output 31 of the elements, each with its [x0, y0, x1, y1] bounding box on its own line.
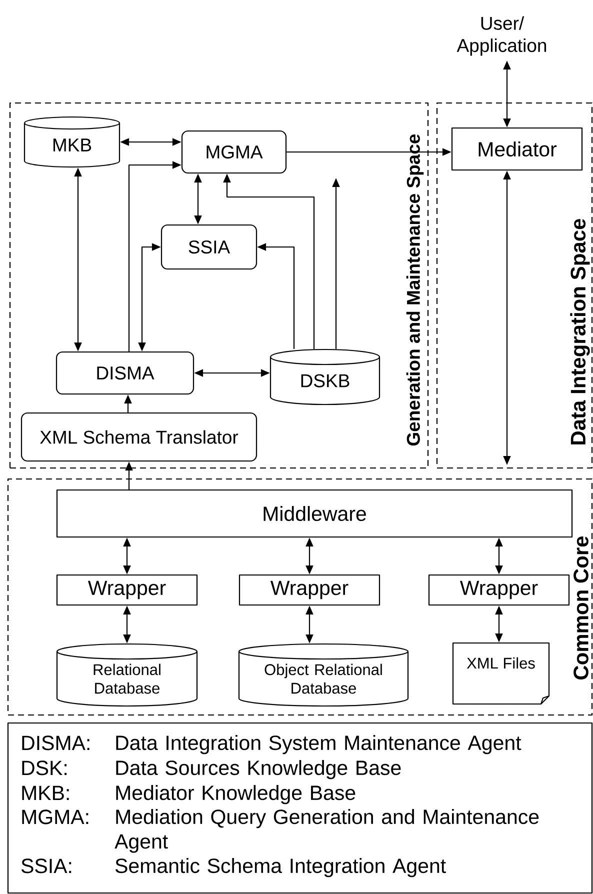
- glossary-definition: Mediation Query Generation and Maintenance Agent: [114, 809, 539, 853]
- glossary-term: DSK:: [22, 760, 67, 776]
- agent-box: MGMA: [181, 130, 287, 174]
- database-cylinder: MKB: [24, 116, 120, 168]
- node-label: Relational Database: [94, 664, 160, 694]
- user-label: User/ Application: [456, 16, 546, 56]
- node-label: Object Relational Database: [264, 664, 382, 694]
- glossary-definition: Data Sources Knowledge Base: [116, 760, 401, 780]
- agent-box: SSIA: [160, 224, 258, 270]
- component-box: Wrapper: [56, 574, 198, 606]
- database-cylinder: Object Relational Database: [238, 643, 409, 707]
- node-label: MKB: [53, 138, 92, 152]
- agent-box: DISMA: [56, 351, 194, 395]
- glossary-definition: Mediator Knowledge Base: [116, 785, 356, 804]
- glossary-term: SSIA:: [21, 858, 72, 874]
- glossary-term: DISMA:: [22, 736, 90, 750]
- component-box: Mediator: [451, 127, 583, 171]
- database-cylinder: DSKB: [270, 348, 380, 406]
- component-box: Wrapper: [238, 574, 380, 606]
- database-cylinder: Relational Database: [56, 643, 198, 707]
- component-box: Middleware: [56, 489, 573, 538]
- component-box: Wrapper: [428, 574, 570, 606]
- region-title: Generation and Maintenance Space: [406, 134, 424, 446]
- region-title: Common Core: [574, 536, 588, 680]
- glossary-definition: Data Integration System Maintenance Agent: [116, 735, 522, 754]
- node-label: DSKB: [301, 374, 350, 388]
- glossary-term: MGMA:: [22, 810, 88, 824]
- glossary-term: MKB:: [22, 786, 69, 800]
- region-title: Data Integration Space: [570, 218, 590, 444]
- glossary-definition: Semantic Schema Integration Agent: [115, 858, 446, 878]
- agent-box: XML Schema Translator: [20, 412, 258, 462]
